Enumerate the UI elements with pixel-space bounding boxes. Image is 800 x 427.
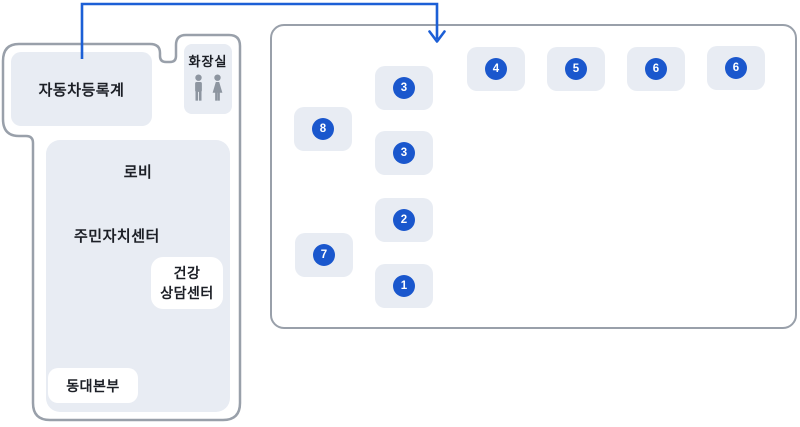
location-tile-3b[interactable]: 3	[375, 131, 433, 175]
location-badge-2: 2	[393, 209, 415, 231]
location-tile-4[interactable]: 4	[467, 47, 525, 91]
location-badge-8: 8	[312, 118, 334, 140]
location-badge-3b: 3	[393, 142, 415, 164]
location-tile-2[interactable]: 2	[375, 198, 433, 242]
location-tile-5[interactable]: 5	[547, 47, 605, 91]
location-tile-8[interactable]: 8	[294, 107, 352, 151]
female-icon	[212, 74, 223, 101]
location-tile-6b[interactable]: 6	[707, 46, 765, 90]
male-icon	[195, 74, 202, 101]
room-health-counsel-center: 건강 상담센터	[151, 257, 223, 309]
location-tile-6a[interactable]: 6	[627, 47, 685, 91]
health-center-label-line2: 상담센터	[160, 285, 214, 301]
location-badge-3a: 3	[393, 77, 415, 99]
room-restroom-label: 화장실	[188, 54, 228, 69]
health-center-label-line1: 건강	[173, 265, 201, 281]
location-tile-3a[interactable]: 3	[375, 66, 433, 110]
room-vehicle-registration-label: 자동차등록계	[38, 81, 125, 99]
lobby-label: 로비	[123, 164, 153, 181]
location-badge-6b: 6	[725, 57, 747, 79]
location-badge-5: 5	[565, 58, 587, 80]
location-badge-7: 7	[313, 244, 335, 266]
location-tile-1[interactable]: 1	[375, 264, 433, 308]
room-vehicle-registration: 자동차등록계	[11, 52, 152, 126]
community-center-label: 주민자치센터	[74, 228, 160, 245]
location-badge-1: 1	[393, 275, 415, 297]
dong-headquarters-label: 동대본부	[66, 377, 120, 394]
location-badge-6a: 6	[645, 58, 667, 80]
restroom-icons	[191, 73, 225, 103]
room-dong-headquarters: 동대본부	[48, 368, 138, 403]
location-badge-4: 4	[485, 58, 507, 80]
location-tile-7[interactable]: 7	[295, 233, 353, 277]
room-restroom: 화장실	[184, 44, 232, 114]
